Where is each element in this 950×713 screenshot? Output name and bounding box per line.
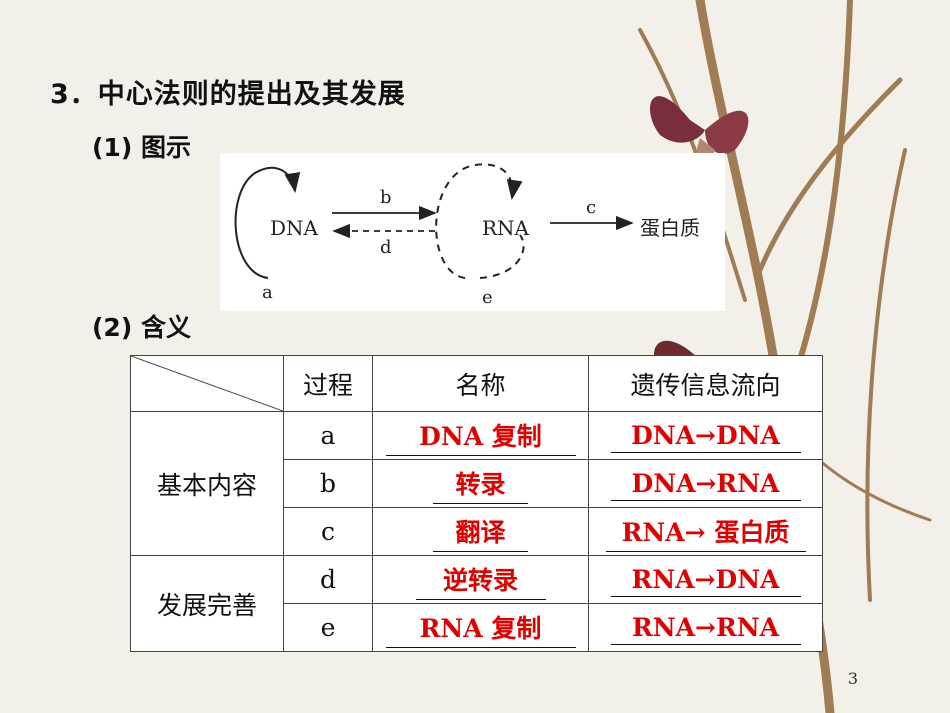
table-row: 发展完善 d 逆转录 RNA→DNA (130, 555, 823, 652)
name-cell: 翻译 (372, 507, 589, 556)
process-d: d (283, 555, 373, 604)
name-cell: DNA 复制 (372, 411, 589, 460)
name-cell: RNA 复制 (372, 603, 589, 652)
answer-name-d: 逆转录 (442, 566, 518, 595)
arrow-a-loop (234, 166, 301, 279)
group-development: 发展完善 (130, 555, 284, 652)
name-cell: 逆转录 (372, 555, 589, 604)
process-a: a (283, 411, 373, 460)
meaning-table: 过程 名称 遗传信息流向 基本内容 a DNA 复制 DNA→DNA b 转录 … (130, 355, 823, 652)
process-e: e (283, 603, 373, 652)
protein-label: 蛋白质 (640, 216, 700, 240)
dna-label: DNA (270, 216, 319, 240)
flow-cell: RNA→ 蛋白质 (588, 507, 823, 556)
flow-cell: RNA→RNA (588, 603, 823, 652)
label-c: c (586, 197, 596, 218)
process-c: c (283, 507, 373, 556)
answer-flow-c: RNA→ 蛋白质 (621, 518, 790, 547)
rna-label: RNA (482, 216, 530, 240)
table-row: c 翻译 RNA→ 蛋白质 (131, 507, 823, 556)
page-number: 3 (847, 669, 858, 688)
table-row: 基本内容 a DNA 复制 DNA→DNA (130, 411, 823, 556)
flow-cell: DNA→RNA (588, 459, 823, 508)
arrow-e-loop (435, 163, 523, 279)
answer-flow-d: RNA→DNA (631, 564, 780, 594)
subheading-meaning: (2) 含义 (92, 313, 191, 342)
label-e: e (482, 287, 493, 308)
table-row: e RNA 复制 RNA→RNA (131, 603, 823, 652)
answer-name-e: RNA 复制 (419, 614, 542, 643)
label-b: b (380, 187, 392, 208)
diagonal-line (131, 356, 283, 411)
label-a: a (262, 282, 273, 303)
process-b: b (283, 459, 373, 508)
table-row: b 转录 DNA→RNA (131, 459, 823, 508)
group-basic: 基本内容 (130, 411, 284, 556)
answer-name-b: 转录 (455, 470, 506, 499)
answer-name-a: DNA 复制 (419, 422, 542, 451)
table-header-row: 过程 名称 遗传信息流向 (130, 355, 823, 412)
flow-cell: DNA→DNA (588, 411, 823, 460)
central-dogma-diagram: DNA b d RNA c 蛋白质 a e (220, 153, 725, 311)
section-heading: 3．中心法则的提出及其发展 (50, 79, 406, 110)
answer-flow-a: DNA→DNA (631, 420, 780, 450)
header-name: 名称 (372, 355, 589, 412)
header-process: 过程 (283, 355, 373, 412)
header-flow: 遗传信息流向 (588, 355, 823, 412)
label-d: d (380, 237, 392, 258)
subheading-diagram: (1) 图示 (92, 133, 191, 162)
answer-flow-e: RNA→RNA (632, 612, 779, 642)
flow-cell: RNA→DNA (588, 555, 823, 604)
answer-flow-b: DNA→RNA (631, 468, 780, 498)
answer-name-c: 翻译 (455, 518, 506, 547)
name-cell: 转录 (372, 459, 589, 508)
corner-cell (130, 355, 284, 412)
